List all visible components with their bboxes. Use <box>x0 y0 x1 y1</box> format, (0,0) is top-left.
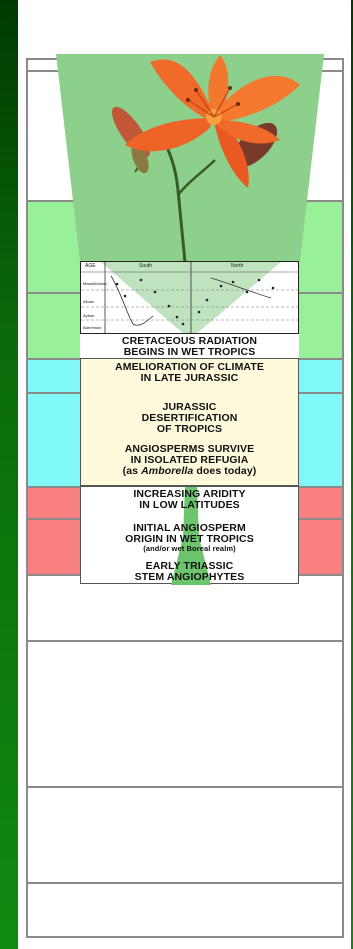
label-note: (and/or wet Boreal realm) <box>81 545 298 553</box>
label-line: STEM ANGIOPHYTES <box>81 572 298 583</box>
chart-col-age: AGE <box>85 264 96 269</box>
band-white-1 <box>26 70 344 200</box>
triassic-box: INCREASING ARIDITY IN LOW LATITUDES INIT… <box>80 486 299 584</box>
right-border-line <box>342 58 344 938</box>
band-white-5 <box>26 882 344 938</box>
chart-col-south: South <box>139 264 152 269</box>
band-top <box>26 58 344 70</box>
label-line: OF TROPICS <box>81 424 298 435</box>
jurassic-box: AMELIORATION OF CLIMATE IN LATE JURASSIC… <box>80 358 299 486</box>
chart-row-label: Barremian <box>83 326 101 330</box>
label-note: (as Amborella does today) <box>81 466 298 477</box>
band-white-4 <box>26 786 344 882</box>
label-line: IN LATE JURASSIC <box>81 373 298 384</box>
label-line: IN LOW LATITUDES <box>81 500 298 511</box>
chart-row-label: Aptian <box>83 314 94 318</box>
band-white-3 <box>26 640 344 786</box>
chart-row-label: Albian <box>83 300 94 304</box>
cretaceous-radiation-box: CRETACEOUS RADIATION BEGINS IN WET TROPI… <box>80 334 299 358</box>
left-border-line <box>26 58 28 938</box>
chart-row-label: Maastrichtian <box>83 282 107 286</box>
chart-col-north: North <box>231 264 243 269</box>
label-line: BEGINS IN WET TROPICS <box>80 347 299 358</box>
diversity-chart-panel: AGE South North Maastrichtian Albian Apt… <box>80 261 299 334</box>
diversity-chart-graphic <box>81 262 299 334</box>
